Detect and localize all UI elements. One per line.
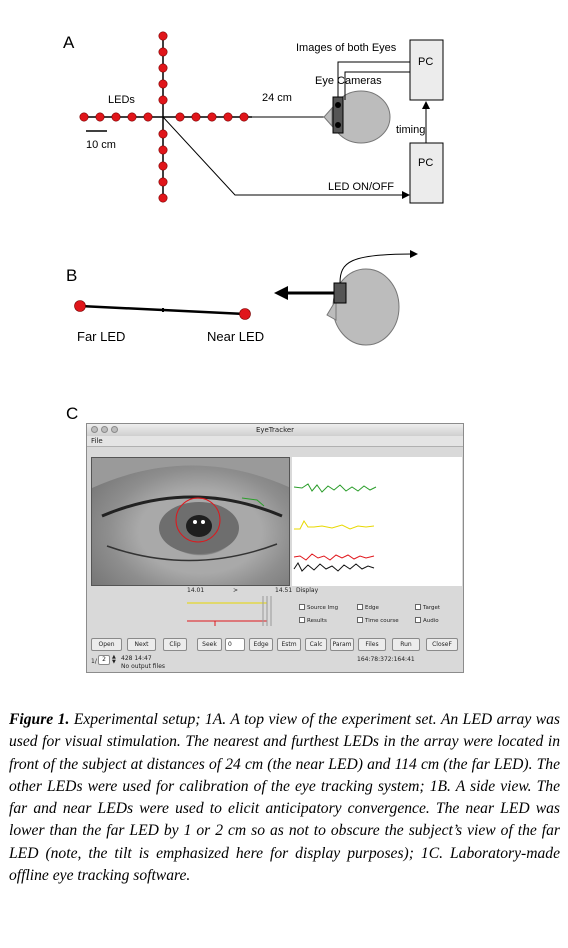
estm-button[interactable]: Estm (277, 638, 301, 651)
nose (323, 106, 333, 128)
frame-field[interactable]: 2 (98, 655, 110, 665)
run-button[interactable]: Run (392, 638, 420, 651)
led-array (79, 31, 249, 203)
checkbox-source-img[interactable]: Source Img (299, 604, 338, 611)
edge-button[interactable]: Edge (249, 638, 273, 651)
cameras-label: Eye Cameras (315, 75, 382, 87)
caption-text: Experimental setup; 1A. A top view of th… (9, 711, 560, 885)
panel-a-letter: A (63, 33, 75, 52)
frame-prefix: 1/ (91, 658, 97, 665)
head-nose (326, 298, 337, 321)
no-output-label: No output files (121, 663, 166, 670)
display-group-label: Display (296, 587, 319, 594)
side-wire (339, 253, 413, 284)
eye-image (91, 457, 290, 586)
images-label: Images of both Eyes (296, 42, 397, 54)
panel-b-letter: B (66, 266, 78, 285)
timing-arrow (422, 101, 430, 109)
leds-label: LEDs (108, 94, 135, 106)
side-wire-arrow (410, 250, 418, 258)
coords-readout: 164:78:372:164:41 (357, 656, 415, 663)
frame-info: 428 14:47 (121, 655, 152, 662)
eye-camera-right (335, 122, 341, 128)
camera-wire-2 (344, 71, 412, 100)
caption-label: Figure 1. (9, 711, 70, 728)
led-onoff-label: LED ON/OFF (328, 181, 395, 193)
calc-button[interactable]: Calc (305, 638, 327, 651)
timing-label: timing (396, 124, 426, 136)
next-button[interactable]: Next (127, 638, 156, 651)
param-button[interactable]: Param (330, 638, 354, 651)
checkbox-time-course[interactable]: Time course (357, 617, 399, 624)
scale-label: 10 cm (86, 139, 116, 151)
near-led-label: Near LED (207, 329, 265, 344)
eyetracker-window: EyeTracker File 14.01 > 14.51 Display (86, 423, 464, 673)
trace-green (293, 483, 377, 493)
checkbox-results[interactable]: Results (299, 617, 327, 624)
seek-button[interactable]: Seek (197, 638, 222, 651)
trace-red (293, 553, 375, 561)
led-onoff-arrow (402, 191, 410, 199)
trace-black (293, 562, 375, 572)
trace-yellow (294, 520, 375, 530)
seek-input[interactable]: 0 (225, 638, 245, 651)
checkbox-audio[interactable]: Audio (415, 617, 439, 624)
pc-bottom-label: PC (418, 157, 434, 169)
side-camera (333, 282, 347, 304)
figure-caption: Figure 1. Experimental setup; 1A. A top … (9, 709, 560, 887)
pc-bottom-box (409, 142, 444, 204)
led-control-line (162, 116, 408, 196)
panel-c-letter: C (66, 404, 79, 423)
frame-stepper-icon[interactable]: ▲▼ (112, 654, 116, 665)
far-led-label: Far LED (77, 329, 126, 344)
timeline-mini[interactable] (187, 594, 299, 628)
pc-top-label: PC (418, 56, 434, 68)
far-led-dot (74, 300, 86, 312)
gaze-arrow-head (274, 286, 288, 300)
head-side-view (332, 268, 400, 346)
pc-top-box (409, 39, 444, 101)
zoom-window-icon[interactable] (111, 426, 118, 433)
clip-button[interactable]: Clip (163, 638, 187, 651)
close-window-icon[interactable] (91, 426, 98, 433)
camera-wire-1 (337, 61, 412, 97)
menu-bar: File (87, 436, 463, 447)
slider-right-value: 14.51 (275, 587, 293, 594)
panel-a-diagram (79, 31, 444, 204)
slider-arrow-icon[interactable]: > (233, 587, 239, 594)
near-led-dot (239, 308, 251, 320)
panel-b-diagram (74, 250, 418, 346)
files-button[interactable]: Files (358, 638, 386, 651)
window-title: EyeTracker (255, 426, 295, 434)
menu-file[interactable]: File (91, 437, 103, 445)
closef-button[interactable]: CloseF (426, 638, 458, 651)
checkbox-target[interactable]: Target (415, 604, 440, 611)
distance-label: 24 cm (262, 92, 292, 104)
slider-left-value: 14.01 (187, 587, 205, 594)
trace-display (292, 457, 462, 586)
checkbox-edge[interactable]: Edge (357, 604, 379, 611)
eye-camera-left (335, 102, 341, 108)
minimize-window-icon[interactable] (101, 426, 108, 433)
open-button[interactable]: Open (91, 638, 122, 651)
